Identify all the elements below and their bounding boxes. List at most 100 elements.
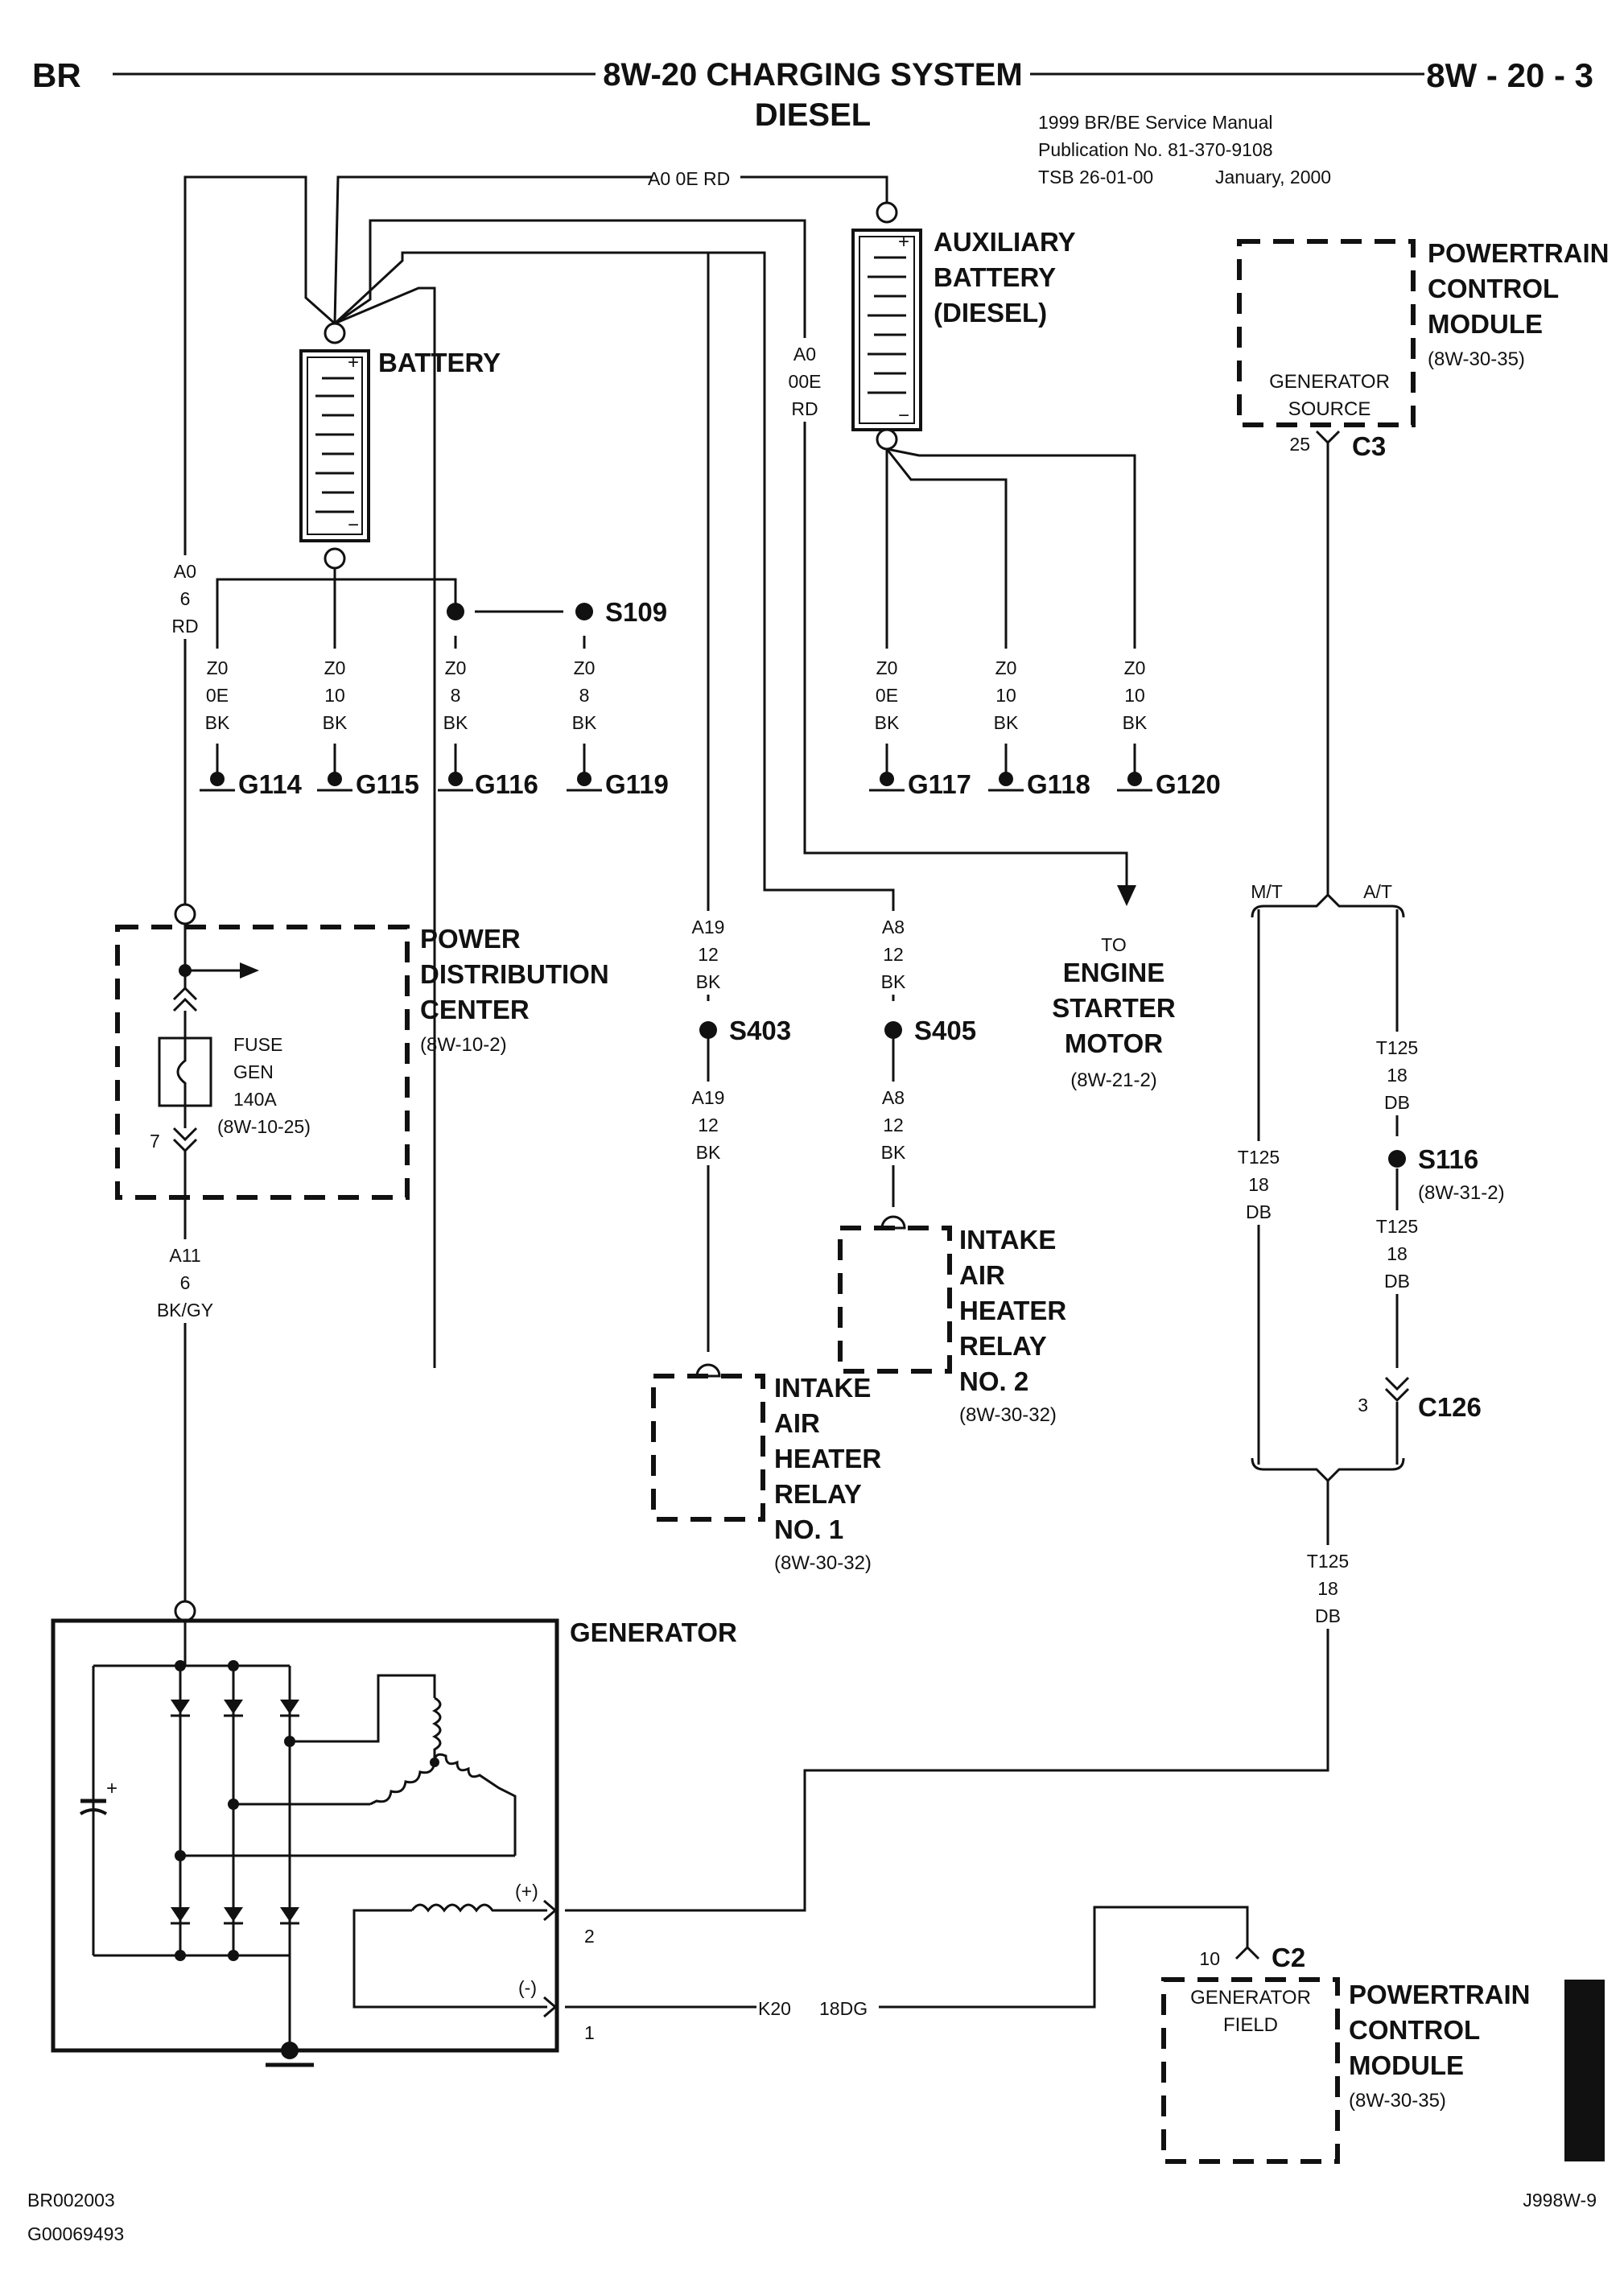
s116-splice-dot <box>1388 1150 1406 1168</box>
footer-doc-id: G00069493 <box>27 2223 124 2244</box>
s109-label: S109 <box>605 597 667 627</box>
battery-minus-sign: − <box>348 514 359 536</box>
battery-plus-sign: + <box>348 352 359 373</box>
ground-g120: G120 <box>1117 769 1221 799</box>
intake-air-heater-relay-1: INTAKE AIR HEATER RELAY NO. 1 (8W-30-32) <box>651 1363 881 1574</box>
wire-a0-left-label: A0 6 RD <box>164 555 206 639</box>
manual-name: 1999 BR/BE Service Manual <box>1038 112 1273 133</box>
svg-text:INTAKE: INTAKE <box>774 1373 871 1403</box>
k20-label: K20 <box>758 1998 791 2019</box>
svg-text:8: 8 <box>579 685 590 706</box>
svg-text:POWERTRAIN: POWERTRAIN <box>1428 238 1610 268</box>
svg-text:NO. 1: NO. 1 <box>774 1514 843 1544</box>
aux-battery-positive-terminal <box>876 201 898 224</box>
k20-spec: 18DG <box>819 1998 868 2019</box>
svg-text:A8: A8 <box>882 917 905 937</box>
svg-text:10: 10 <box>1124 685 1145 706</box>
s116-ref: (8W-31-2) <box>1418 1182 1505 1204</box>
svg-text:0E: 0E <box>876 685 898 706</box>
svg-text:BK: BK <box>323 712 348 733</box>
ground-wire-labels-left: Z0 0E BK Z0 10 BK Z0 8 BK Z0 8 BK <box>200 649 602 744</box>
svg-text:Z0: Z0 <box>445 657 467 678</box>
svg-text:GENERATOR: GENERATOR <box>1190 1987 1311 2009</box>
page-title: 8W-20 CHARGING SYSTEM <box>603 57 1022 93</box>
svg-text:RD: RD <box>791 398 818 419</box>
svg-text:00E: 00E <box>789 371 822 392</box>
wire-a0-mid-label: A0 00E RD <box>789 338 822 422</box>
powertrain-control-module-top: POWERTRAIN CONTROL MODULE (8W-30-35) GEN… <box>1237 238 1610 461</box>
field-winding: (+) (-) 2 1 <box>352 1881 595 2043</box>
mt-at-merge <box>1251 1457 1405 1483</box>
svg-text:G116: G116 <box>475 769 538 799</box>
ground-symbols-left: G114 G115 G116 G119 <box>200 769 669 799</box>
svg-text:POWERTRAIN: POWERTRAIN <box>1349 1980 1531 2009</box>
ground-wire-labels-right: Z0 0E BK Z0 10 BK Z0 10 BK <box>869 649 1152 744</box>
svg-text:CONTROL: CONTROL <box>1428 274 1559 303</box>
footer-code: J998W-9 <box>1523 2190 1597 2211</box>
wire-a0-top-label: A0 0E RD <box>648 168 730 189</box>
powertrain-control-module-bottom: GENERATOR FIELD POWERTRAIN CONTROL MODUL… <box>1161 1977 1531 2164</box>
relay2-terminal <box>880 1215 906 1230</box>
svg-text:(8W-30-32): (8W-30-32) <box>959 1404 1057 1426</box>
svg-text:+: + <box>106 1778 117 1799</box>
svg-text:A11: A11 <box>169 1245 200 1266</box>
s116-label: S116 <box>1418 1144 1478 1174</box>
fuse-pin-number: 7 <box>150 1131 160 1152</box>
svg-text:18: 18 <box>1317 1578 1338 1599</box>
svg-text:TO: TO <box>1101 934 1127 955</box>
svg-text:DB: DB <box>1246 1201 1272 1222</box>
svg-text:12: 12 <box>883 944 904 965</box>
aux-battery-label-2: BATTERY <box>934 262 1056 292</box>
svg-text:AIR: AIR <box>774 1408 820 1438</box>
svg-text:AIR: AIR <box>959 1260 1005 1290</box>
c3-pin: 25 <box>1289 434 1310 455</box>
svg-text:BK: BK <box>881 971 906 992</box>
s109-junction-dot <box>447 603 464 620</box>
gen-minus-label: (-) <box>518 1977 537 1998</box>
ground-g117: G117 <box>869 769 971 799</box>
svg-text:BK: BK <box>205 712 230 733</box>
svg-text:RD: RD <box>171 616 198 637</box>
svg-text:BK: BK <box>696 1142 721 1163</box>
auxiliary-battery: + − AUXILIARY BATTERY (DIESEL) <box>851 201 1076 451</box>
svg-text:DISTRIBUTION: DISTRIBUTION <box>420 959 609 989</box>
svg-text:A0: A0 <box>174 561 196 582</box>
header-left: BR <box>32 56 81 94</box>
page-number: 8W - 20 - 3 <box>1426 56 1593 94</box>
c3-label: C3 <box>1352 431 1386 461</box>
battery: + − BATTERY <box>299 322 501 570</box>
svg-text:RELAY: RELAY <box>774 1479 862 1509</box>
svg-text:G115: G115 <box>356 769 419 799</box>
ground-g115: G115 <box>317 769 419 799</box>
aux-battery-plus-sign: + <box>898 231 909 253</box>
power-distribution-center: 7 FUSE GEN 140A (8W-10-25) POWER DISTRIB… <box>115 903 609 1200</box>
relay1-terminal <box>695 1363 721 1378</box>
s109-splice-dot <box>575 603 593 620</box>
ground-symbols-right: G117 G118 G120 <box>869 769 1221 799</box>
svg-text:BK: BK <box>881 1142 906 1163</box>
svg-text:Z0: Z0 <box>574 657 596 678</box>
svg-text:G118: G118 <box>1027 769 1090 799</box>
svg-text:(8W-10-25): (8W-10-25) <box>217 1116 311 1137</box>
generator-label: GENERATOR <box>570 1617 737 1647</box>
s405-label: S405 <box>914 1016 976 1045</box>
svg-text:12: 12 <box>883 1115 904 1135</box>
svg-text:BK: BK <box>443 712 468 733</box>
starter-arrow-icon <box>1117 885 1136 906</box>
svg-text:FUSE: FUSE <box>233 1034 282 1055</box>
svg-text:(8W-10-2): (8W-10-2) <box>420 1034 507 1056</box>
battery-label: BATTERY <box>378 348 501 377</box>
wire-a8: A8 12 BK S405 A8 12 BK <box>874 890 976 1207</box>
svg-text:STARTER: STARTER <box>1052 993 1176 1023</box>
capacitor-icon: + <box>79 1778 117 1815</box>
svg-text:CONTROL: CONTROL <box>1349 2015 1480 2045</box>
svg-text:DB: DB <box>1384 1271 1410 1292</box>
svg-text:G117: G117 <box>908 769 971 799</box>
gen-pin-2: 2 <box>584 1926 595 1947</box>
svg-text:BK/GY: BK/GY <box>157 1300 213 1321</box>
svg-text:T125: T125 <box>1307 1551 1349 1572</box>
svg-text:18: 18 <box>1248 1174 1269 1195</box>
c2-label: C2 <box>1272 1943 1305 1972</box>
svg-text:INTAKE: INTAKE <box>959 1225 1056 1255</box>
svg-text:Z0: Z0 <box>207 657 229 678</box>
